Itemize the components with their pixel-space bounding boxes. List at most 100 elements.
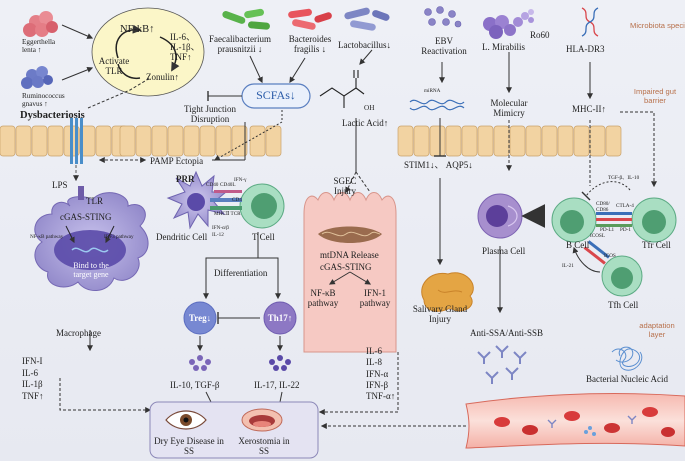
sgec-cytokine: IFN-α [366, 368, 389, 379]
b-tfr-receptors [596, 212, 632, 227]
tgf-label: TGF-β、IL-10 [608, 175, 640, 181]
eggerthella-label: Eggerthella lenta ↑ [22, 38, 56, 55]
sgec-injury-label: SGEC Injury [333, 176, 357, 197]
pdl1-label: PD-L1 [600, 227, 615, 233]
sgec-cgas-label: cGAS-STING [320, 262, 372, 272]
epithelial-cell [557, 125, 574, 157]
icosl-label: ICOSL [590, 233, 605, 239]
target-gene-dna-icon [71, 247, 109, 253]
macrophage-cytokine: IFN-I [22, 356, 43, 366]
th17-cytokines-label: IL-17, IL-22 [254, 380, 300, 390]
lactobacillus-label: Lactobacillus↓ [338, 40, 391, 50]
epithelial-cell [215, 125, 232, 157]
sgec-cytokine: IFN-β [366, 379, 389, 390]
th17-label: Th17↑ [267, 313, 293, 323]
epithelial-cell [15, 125, 32, 157]
molecular-mimicry-label: Molecular Mimicry [490, 98, 528, 119]
ruminococcus-label: Ruminococcus gnavus ↑ [22, 92, 65, 109]
ifn-gamma-label: IFN-γ [234, 177, 247, 183]
mtdna-label: mtDNA Release [320, 250, 379, 260]
macrophage-cytokine: TNF↑ [22, 390, 44, 401]
mhc-tcr-label: MHCⅡ TCR [214, 211, 241, 217]
epithelial-cell [47, 125, 64, 157]
tlr-activation-bubble [91, 7, 205, 97]
bind-target-gene-label: Bind to the target gene [73, 261, 109, 279]
activate-tlr-label: Activate TLR [98, 56, 130, 77]
oh-label: OH [364, 104, 375, 112]
layer-label-gut-barrier: Impaired gut barrier [633, 87, 677, 105]
salivary-gland-label: Salivary Gland Injury [412, 304, 468, 325]
tfr-cell [631, 197, 677, 243]
lps-label: LPS [52, 180, 68, 190]
dysbiosis-label: Dysbacteriosis [20, 110, 85, 121]
sgec-nfkb-label: NF-κB pathway [307, 288, 339, 309]
bacteroides-icon [288, 8, 332, 30]
scfa-label: SCFAs↓ [256, 88, 296, 102]
tfh-cell-label: Tfh Cell [608, 300, 639, 310]
epithelial-cell [397, 125, 414, 157]
zonulin-label: Zonulin↑ [146, 72, 179, 82]
ro60-label: Ro60 [530, 30, 550, 40]
epithelial-cell [265, 125, 282, 157]
epithelial-cell [119, 125, 136, 157]
pamp-label: PAMP Ectopia [150, 156, 204, 166]
macrophage-cytokine: IL-1β [22, 379, 43, 390]
epithelial-cell [429, 125, 446, 157]
treg-cytokines-label: IL-10, TGF-β [170, 380, 220, 390]
cd80-label: CD80/ CD86 [596, 201, 610, 213]
antibody-icons [477, 345, 527, 384]
epithelial-cell [199, 125, 216, 157]
epithelial-cell [95, 125, 112, 157]
differentiation-label: Differentiation [214, 268, 268, 278]
epithelial-cell [183, 125, 200, 157]
ebv-label: EBV Reactivation [421, 36, 467, 57]
epithelial-cell [605, 125, 622, 157]
dry-eye-icon [165, 410, 207, 430]
epithelial-cell [31, 125, 48, 157]
mhc-label: MHC-II↑ [572, 104, 606, 114]
antigen-presentation-receptors [210, 190, 242, 210]
epithelial-cell [413, 125, 430, 157]
dry-eye-label: Dry Eye Disease in SS [154, 436, 224, 457]
sgec-cytokine-list: IL-6 IL-8 IFN-α IFN-β TNF-α↑ [366, 346, 395, 402]
epithelial-cell [573, 125, 590, 157]
epithelial-cell [589, 125, 606, 157]
ifn-ab-label: IFN-α/β [212, 225, 229, 231]
il12-label: IL-12 [212, 232, 224, 238]
treg-cytokine-dots [189, 355, 211, 371]
epithelial-cell [445, 125, 462, 157]
antibodies-label: Anti-SSA/Anti-SSB [470, 328, 544, 338]
icos-label: ICOS [604, 253, 616, 259]
sgec-ifn1-label: IFN-1 pathway [359, 288, 391, 309]
treg-cell [183, 301, 217, 335]
macrophage-nfkb-label: NF-κB pathway [30, 234, 64, 240]
tlr-label: TLR [86, 196, 103, 206]
mirna-icon [409, 99, 465, 111]
mirna-label: miRNA [424, 88, 441, 94]
l-mirabilis-label: L. Mirabilis [482, 42, 525, 52]
epithelial-cell [167, 125, 184, 157]
lactic-acid-structure [319, 70, 365, 108]
epithelial-cell [493, 125, 510, 157]
nucleic-acid-label: Bacterial Nucleic Acid [586, 374, 668, 384]
tfh-cell [601, 255, 643, 297]
t-cell-label: T Cell [252, 232, 275, 242]
th17-cell [263, 301, 297, 335]
epithelial-cell [541, 125, 558, 157]
blood-vessel [465, 393, 685, 449]
sgec-cytokine: IL-6 [366, 346, 382, 356]
l-mirabilis-icon [483, 15, 523, 39]
xerostomia-icon [241, 408, 283, 432]
ctla4-label: CTLA-4 [616, 203, 634, 209]
cd4-label: CD4 [232, 197, 242, 203]
prr-label: PRR [176, 174, 195, 184]
layer-label-microbiota: Microbiota species [630, 21, 685, 30]
tlr-receptor-icon [70, 118, 84, 200]
nfkb-label: NF-kB↑ [120, 24, 155, 35]
faecalibacterium-icon [222, 8, 270, 30]
dendritic-cell-label: Dendritic Cell [156, 232, 208, 242]
epithelial-cell [0, 125, 16, 157]
ro60-icon [521, 9, 534, 23]
stim-aqp5-label: STIM1↓、 AQP5↓ [404, 160, 473, 170]
